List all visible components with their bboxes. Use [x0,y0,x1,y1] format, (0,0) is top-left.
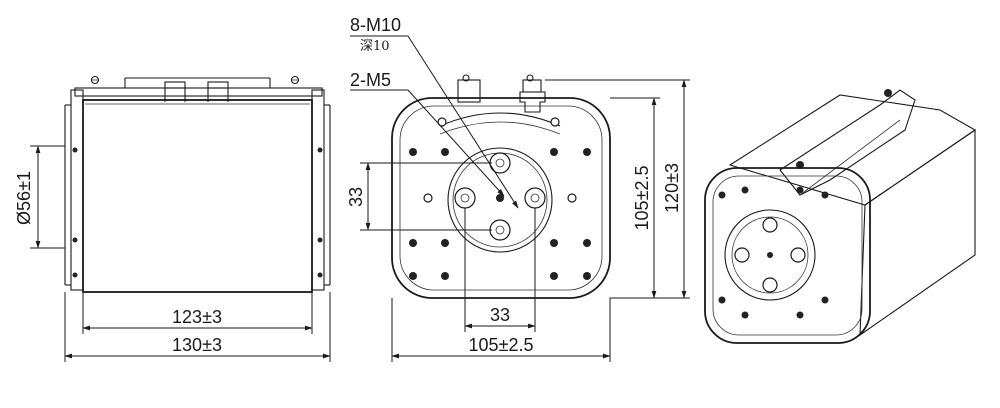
width-inner-label: 123±3 [172,307,222,327]
isometric-view [704,89,977,344]
pitch-horizontal-label: 33 [490,305,510,325]
face-width-label: 105±2.5 [469,335,534,355]
front-view [350,35,690,362]
thread-depth-label: 深10 [360,39,390,54]
width-outer-label: 130±3 [172,335,222,355]
thread-large-label: 8-M10 [350,15,401,35]
face-height-inner-label: 105±2.5 [632,166,652,231]
thread-small-label: 2-M5 [350,70,391,90]
dia-side-label: Ø56±1 [14,171,34,225]
face-height-outer-label: 120±3 [662,163,682,213]
pitch-vertical-label: 33 [346,187,366,207]
side-view [30,75,331,362]
